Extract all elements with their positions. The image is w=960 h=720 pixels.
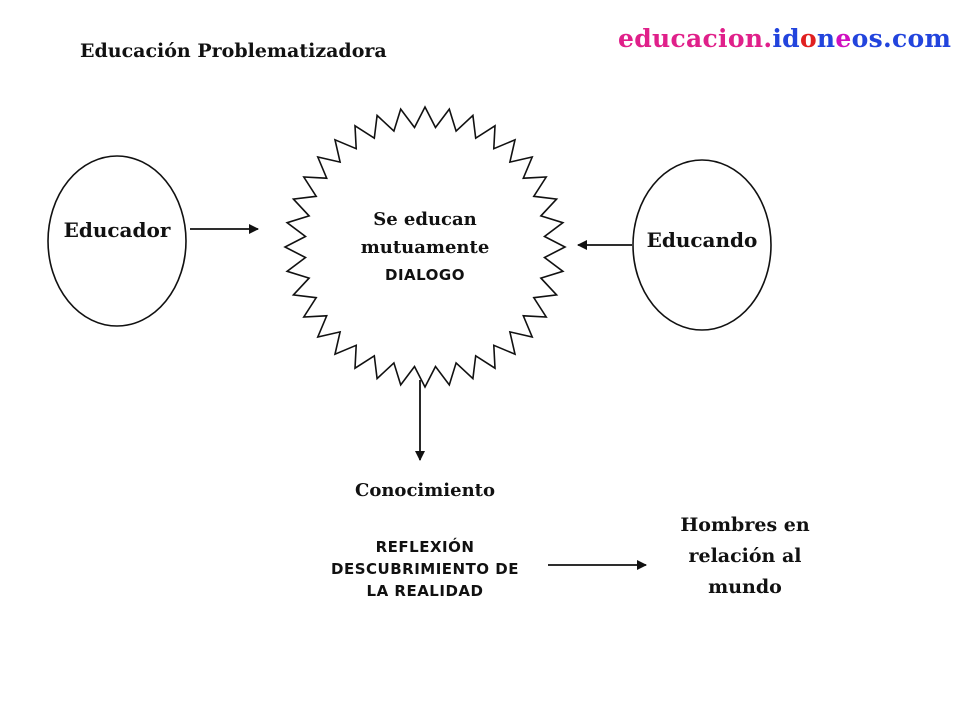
hombres-line-1: Hombres en (680, 514, 810, 536)
educador-circle (47, 155, 187, 327)
logo-char: d (634, 24, 652, 53)
page-title: Educación Problematizadora (80, 40, 387, 62)
center-line-1: Se educan (373, 209, 477, 230)
reflexion-line-3: LA REALIDAD (366, 582, 484, 600)
hombres-line-2: relación al (688, 545, 802, 567)
logo-char: c (892, 24, 908, 53)
logo-char: o (799, 24, 817, 53)
logo-char: . (763, 24, 773, 53)
conocimiento-label: Conocimiento (355, 480, 495, 501)
educando-circle (632, 159, 772, 331)
dialogo-starburst (283, 105, 567, 389)
center-text: Se educan mutuamente DIALOGO (340, 206, 510, 288)
logo-char: c (670, 24, 687, 53)
logo-char: n (816, 24, 836, 53)
logo-char: d (782, 24, 800, 53)
hombres-text: Hombres en relación al mundo (660, 510, 830, 603)
logo-char: i (718, 24, 728, 53)
logo-char: i (772, 24, 783, 53)
hombres-line-3: mundo (708, 576, 782, 598)
site-logo: educacion.idoneos.com (618, 24, 951, 53)
logo-char: c (702, 24, 719, 53)
reflexion-line-1: REFLEXIÓN (375, 538, 475, 556)
logo-char: . (882, 24, 892, 53)
logo-char: m (924, 24, 952, 53)
logo-char: a (686, 24, 703, 53)
reflexion-line-2: DESCUBRIMIENTO DE (331, 560, 519, 578)
logo-char: o (727, 24, 745, 53)
educador-label: Educador (63, 218, 171, 242)
logo-char: n (744, 24, 764, 53)
center-line-3: DIALOGO (385, 266, 465, 284)
logo-char: e (835, 24, 852, 53)
logo-char: u (652, 24, 671, 53)
logo-char: s (868, 24, 883, 53)
reflexion-text: REFLEXIÓN DESCUBRIMIENTO DE LA REALIDAD (305, 536, 545, 602)
educando-label: Educando (646, 228, 758, 252)
center-line-2: mutuamente (360, 237, 490, 258)
logo-char: e (618, 24, 635, 53)
logo-char: o (851, 24, 869, 53)
logo-char: o (907, 24, 925, 53)
